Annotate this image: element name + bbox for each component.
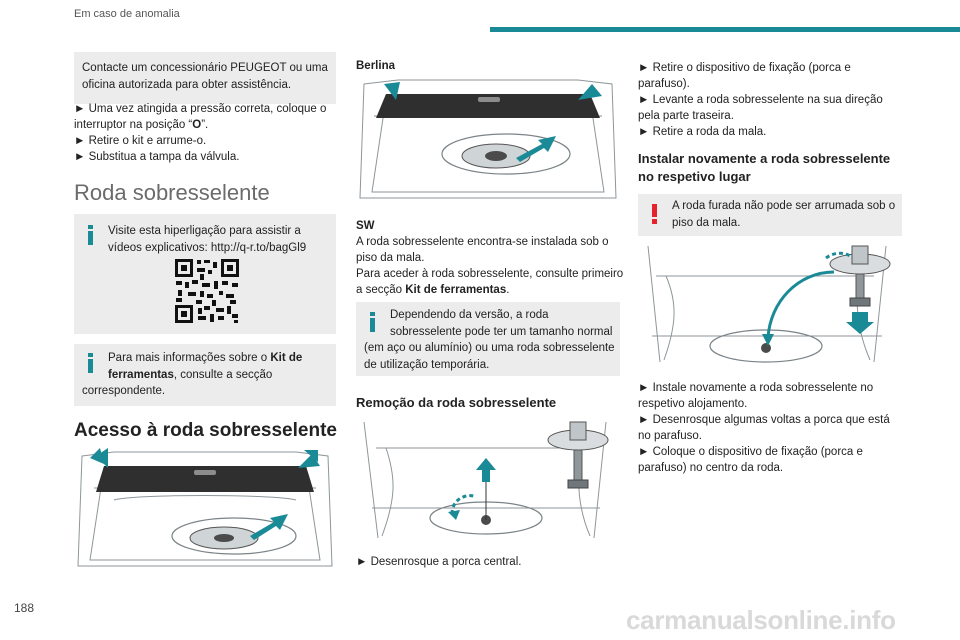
- contact-line-2: oficina autorizada para obter assistênci…: [82, 78, 292, 91]
- removal-steps: ► Retire o dispositivo de fixação (porca…: [638, 60, 883, 140]
- title-access: Acesso à roda sobresselente: [74, 420, 337, 441]
- step-text: ► Retire o dispositivo de fixação (porca…: [638, 62, 851, 74]
- sw-section: SW A roda sobresselente encontra-se inst…: [356, 218, 623, 298]
- sw-text-4: a secção: [356, 284, 406, 296]
- removal-illustration: [363, 421, 609, 539]
- warning-icon: [651, 204, 658, 224]
- title-spare-wheel: Roda sobresselente: [74, 180, 270, 205]
- title-reinstall-line-2: no respetivo lugar: [638, 169, 751, 184]
- arrow-diagonal-icon: [250, 514, 288, 540]
- version-line-2: sobresselente pode ter um tamanho normal: [390, 325, 613, 338]
- step-text: ► Substitua a tampa da válvula.: [74, 151, 240, 163]
- step-text: ► Retire o kit e arrume-o.: [74, 135, 207, 147]
- sw-end: .: [506, 284, 510, 296]
- step-text: ► Desenrosque algumas voltas a porca que…: [638, 414, 890, 426]
- arrow-up-icon: [384, 82, 400, 100]
- info-icon: [87, 353, 94, 373]
- nut-bolt-icon: [829, 245, 891, 307]
- step-text: pela parte traseira.: [638, 110, 734, 122]
- nut-bolt-icon: [547, 421, 609, 489]
- qr-code[interactable]: [174, 258, 240, 324]
- step-text: parafuso).: [638, 78, 690, 90]
- info-line-3: correspondente.: [82, 385, 166, 397]
- version-line-3: (em aço ou alumínio) ou uma roda sobress…: [364, 342, 615, 354]
- sw-bold: Kit de ferramentas: [405, 284, 507, 296]
- page-number: 188: [14, 601, 35, 615]
- title-reinstall-line-1: Instalar novamente a roda sobresselente: [638, 151, 891, 166]
- sw-text-3: Para aceder à roda sobresselente, consul…: [356, 268, 624, 280]
- trunk-illustration-berlina: [359, 79, 617, 199]
- video-box: Visite esta hiperligação para assistir a…: [74, 214, 336, 334]
- label-berlina: Berlina: [356, 60, 395, 72]
- header-rule: [490, 27, 960, 32]
- info-text: , consulte a secção: [173, 368, 273, 381]
- version-box: Dependendo da versão, a roda sobresselen…: [356, 302, 620, 376]
- contact-line-1: Contacte um concessionário PEUGEOT ou um…: [82, 62, 328, 74]
- video-line-2: vídeos explicativos: http://q-r.to/bagGl…: [108, 241, 307, 254]
- warning-line-1: A roda furada não pode ser arrumada sob …: [672, 200, 896, 212]
- info-text: Para mais informações sobre o: [108, 352, 271, 364]
- step-text: ► Levante a roda sobresselente na sua di…: [638, 94, 883, 106]
- video-line-1: Visite esta hiperligação para assistir a: [108, 225, 301, 237]
- watermark: carmanualsonline.info: [626, 605, 896, 635]
- pressure-steps: ► Uma vez atingida a pressão correta, co…: [74, 101, 326, 165]
- contact-box: Contacte um concessionário PEUGEOT ou um…: [74, 52, 336, 104]
- arrow-down-icon: [846, 312, 874, 334]
- step-text: ► Uma vez atingida a pressão correta, co…: [74, 103, 327, 115]
- step-text: parafuso) no centro da roda.: [638, 462, 784, 474]
- sw-text-1: A roda sobresselente encontra-se instala…: [356, 236, 609, 248]
- sw-text-2: piso da mala.: [356, 252, 425, 264]
- info-icon: [369, 312, 376, 332]
- info-bold: ferramentas: [108, 368, 174, 381]
- title-reinstall: Instalar novamente a roda sobresselente …: [638, 150, 890, 186]
- arrow-up-icon: [476, 458, 496, 482]
- label-sw: SW: [356, 220, 375, 232]
- version-line-4: de utilização temporária.: [364, 358, 490, 371]
- trunk-illustration-access: [77, 448, 333, 567]
- section-header: Em caso de anomalia: [74, 8, 180, 20]
- position-o: O: [192, 119, 202, 131]
- info-icon: [87, 225, 94, 245]
- info-bold: Kit de: [270, 352, 303, 364]
- warning-box: A roda furada não pode ser arrumada sob …: [638, 194, 902, 236]
- warning-line-2: piso da mala.: [672, 216, 741, 229]
- step-unscrew: ► Desenrosque a porca central.: [356, 556, 522, 568]
- step-text: interruptor na posição “: [74, 119, 193, 131]
- step-text: respetivo alojamento.: [638, 398, 748, 410]
- step-text: ”.: [201, 119, 209, 131]
- version-line-1: Dependendo da versão, a roda: [390, 309, 549, 321]
- arrow-up-icon: [90, 448, 108, 468]
- step-text: no parafuso.: [638, 430, 702, 442]
- step-text: ► Retire a roda da mala.: [638, 126, 767, 138]
- reinstall-steps: ► Instale novamente a roda sobresselente…: [638, 380, 890, 476]
- arrow-diagonal-icon: [516, 136, 556, 162]
- title-removal: Remoção da roda sobresselente: [356, 395, 557, 410]
- step-text: ► Instale novamente a roda sobresselente…: [638, 382, 874, 394]
- reinstall-illustration: [647, 245, 891, 363]
- tools-info-box: Para mais informações sobre o Kit de fer…: [74, 344, 336, 406]
- step-text: ► Coloque o dispositivo de fixação (porc…: [638, 446, 863, 458]
